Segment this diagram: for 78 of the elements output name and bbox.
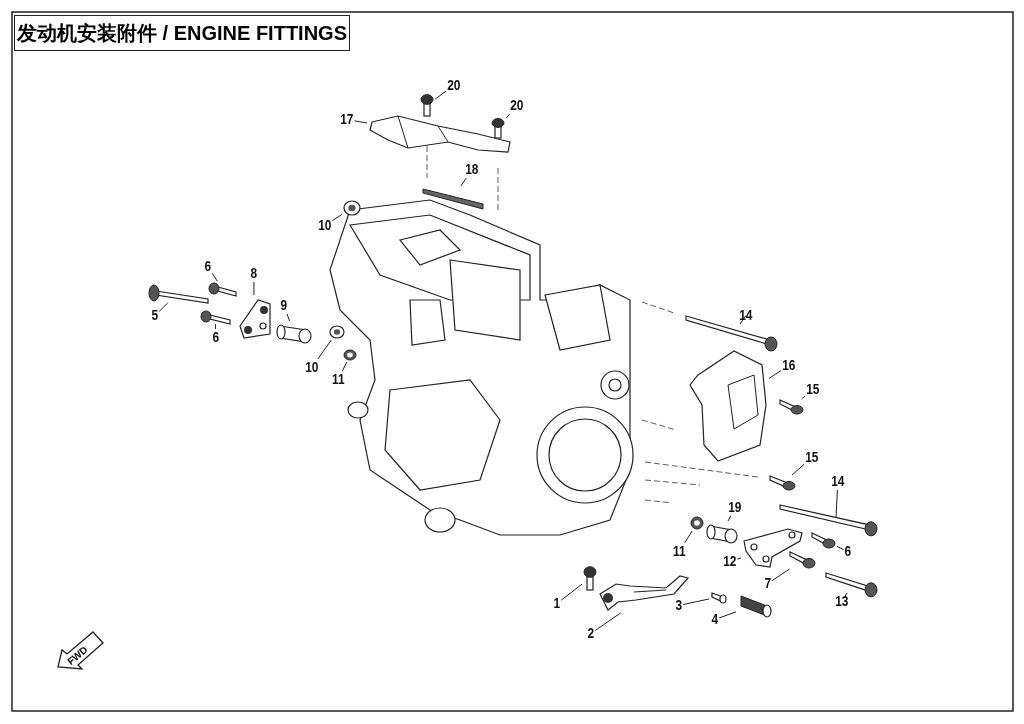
leader-line: [836, 546, 845, 550]
bracket-drawing: [742, 527, 804, 569]
callout-number: 2: [587, 626, 595, 641]
leader-line: [843, 592, 848, 599]
leader-line: [771, 568, 791, 582]
screw-drawing: [583, 566, 597, 590]
washer-drawing: [343, 200, 361, 216]
leader-line: [286, 313, 291, 322]
leader-line: [331, 213, 343, 222]
callout-number: 18: [465, 162, 479, 177]
callout-number: 8: [250, 266, 258, 281]
leader-line: [739, 315, 747, 325]
bolt-drawing: [770, 476, 796, 490]
leader-line: [727, 515, 732, 522]
pin-drawing: [710, 591, 726, 603]
callout-number: 14: [831, 474, 845, 489]
diagram-title: 发动机安装附件 / ENGINE FITTINGS: [14, 15, 350, 51]
callout-number: 4: [711, 612, 719, 627]
callout-number: 13: [835, 594, 849, 609]
rubber-grip-drawing: [737, 592, 773, 618]
leader-line: [211, 272, 218, 282]
leader-line: [341, 361, 348, 372]
callout-number: 1: [553, 596, 561, 611]
bolt-drawing: [780, 505, 878, 539]
callout-number: 17: [340, 112, 354, 127]
leader-line: [253, 281, 255, 296]
callout-number: 20: [510, 98, 524, 113]
callout-number: 10: [305, 360, 319, 375]
washer-drawing: [329, 325, 345, 339]
leader-line: [835, 489, 838, 519]
bolt-drawing: [200, 310, 230, 323]
spacer-drawing: [276, 322, 312, 344]
leader-line: [353, 120, 368, 124]
callout-number: 6: [212, 330, 220, 345]
callout-number: 12: [723, 554, 737, 569]
strip-drawing: [423, 187, 483, 209]
leader-line: [791, 463, 805, 476]
leader-line: [214, 323, 217, 330]
callout-number: 19: [728, 500, 742, 515]
callout-number: 3: [675, 598, 683, 613]
spacer-drawing: [706, 522, 738, 544]
leader-line: [718, 611, 737, 619]
bolt-drawing: [790, 552, 816, 568]
callout-number: 7: [764, 576, 772, 591]
bracket-drawing: [236, 296, 272, 340]
callout-number: 6: [204, 259, 212, 274]
leader-line: [736, 557, 742, 560]
bolt-drawing: [826, 573, 878, 597]
leader-line: [434, 90, 447, 100]
bolt-drawing: [780, 400, 804, 414]
leader-line: [594, 612, 622, 631]
leader-line: [317, 339, 332, 360]
nut-drawing: [343, 349, 357, 361]
callout-number: 11: [332, 372, 345, 387]
callout-number: 15: [805, 450, 819, 465]
leader-line: [158, 302, 169, 312]
leader-line: [768, 369, 782, 379]
callout-number: 15: [806, 382, 820, 397]
callout-number: 9: [280, 298, 288, 313]
callout-number: 5: [151, 308, 159, 323]
callout-number: 11: [673, 544, 686, 559]
callout-number: 10: [318, 218, 332, 233]
bolt-drawing: [208, 282, 236, 295]
screw-drawing: [420, 94, 434, 116]
callout-number: 16: [782, 358, 796, 373]
callout-number: 14: [739, 308, 753, 323]
nut-drawing: [690, 516, 704, 530]
leader-line: [505, 113, 511, 119]
leader-line: [460, 177, 467, 187]
bolt-drawing: [148, 284, 208, 302]
bolt-drawing: [812, 533, 836, 548]
leader-line: [560, 583, 583, 601]
leader-line: [682, 598, 710, 606]
leader-line: [684, 530, 693, 544]
callout-number: 20: [447, 78, 461, 93]
screw-drawing: [491, 118, 505, 138]
leader-line: [801, 395, 806, 400]
callout-number: 6: [844, 544, 852, 559]
